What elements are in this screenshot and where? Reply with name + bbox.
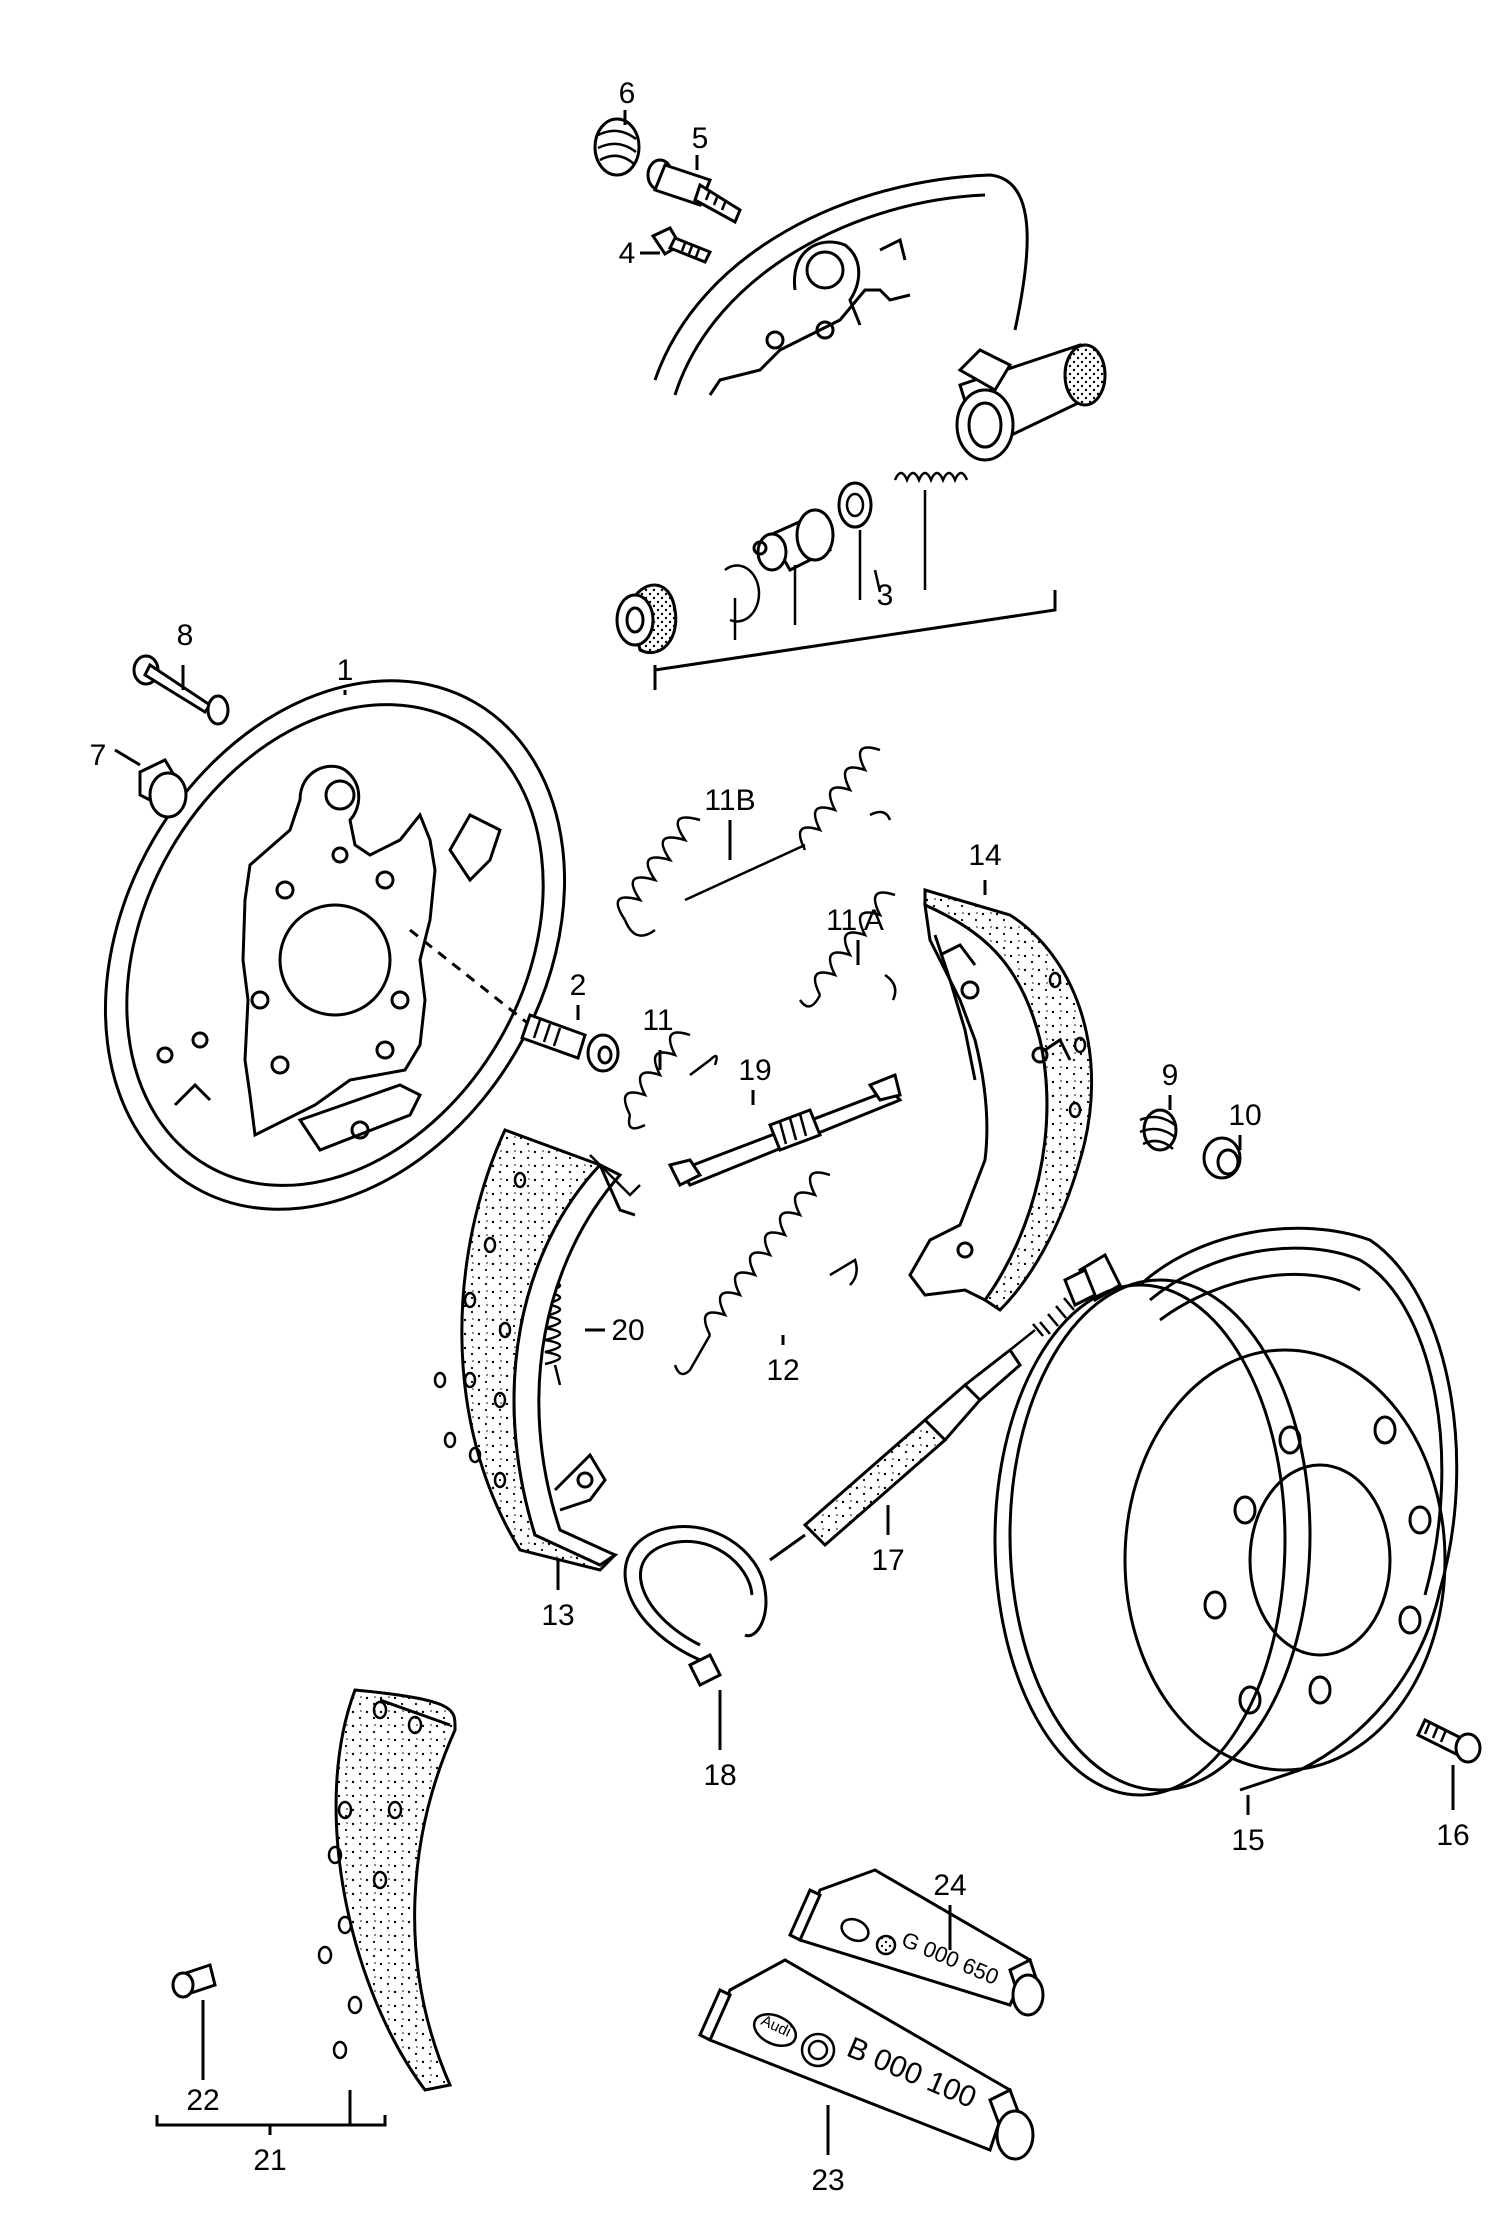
cylinder-spring (893, 471, 969, 484)
lining-rivet (171, 1963, 217, 1999)
callout-19: 19 (738, 1054, 771, 1087)
callout-15: 15 (1231, 1824, 1264, 1857)
cylinder-dust-boot (615, 583, 678, 655)
handbrake-cable (769, 1252, 1122, 1562)
drum-screw (1416, 1717, 1482, 1764)
callout-11b: 11B (704, 784, 755, 817)
callout-11a: 11 A (826, 904, 884, 937)
return-spring-11b (616, 746, 892, 937)
callout-10: 10 (1228, 1099, 1261, 1132)
leader-lines (114, 110, 1455, 2155)
return-spring-11a (798, 891, 897, 1008)
brake-lining-set (317, 1688, 457, 2092)
callout-22: 22 (186, 2084, 219, 2117)
callout-12: 12 (766, 1354, 799, 1387)
callout-17: 17 (871, 1544, 904, 1577)
retaining-nut (1202, 1136, 1242, 1180)
cylinder-circlip (724, 564, 761, 623)
callout-16: 16 (1436, 1819, 1469, 1852)
callout-24: 24 (933, 1869, 966, 1902)
brake-drum (993, 1226, 1459, 1797)
callout-11: 11 (642, 1004, 673, 1037)
callout-23: 23 (811, 2164, 844, 2197)
retaining-pin (132, 654, 230, 726)
brake-shoe-right (908, 887, 1094, 1312)
callout-18: 18 (703, 1759, 736, 1792)
lower-spring (673, 1171, 858, 1376)
callout-13: 13 (541, 1599, 574, 1632)
callout-4: 4 (619, 237, 636, 270)
callout-2: 2 (570, 969, 587, 1002)
callout-labels: 1 2 3 4 5 6 7 8 9 10 11 11 A 11B 12 13 1… (90, 77, 1470, 2197)
brake-shoe-left (433, 1128, 641, 1572)
callout-20: 20 (611, 1314, 644, 1347)
cylinder-piston (752, 508, 835, 572)
spring-cup (1139, 1108, 1178, 1152)
callout-21: 21 (253, 2144, 286, 2177)
callout-7: 7 (90, 739, 107, 772)
cylinder-cup-seal (837, 481, 873, 529)
callout-5: 5 (692, 122, 709, 155)
backing-plate (103, 679, 567, 1211)
grease-tube-23: Audi B 000 100 (698, 1958, 1035, 2161)
wheel-cylinder (955, 343, 1107, 462)
dust-cap (593, 117, 641, 177)
callout-bracket-3 (653, 490, 1057, 690)
callout-8: 8 (177, 619, 194, 652)
callout-3: 3 (877, 579, 894, 612)
callout-9: 9 (1162, 1059, 1179, 1092)
upper-backing-plate (653, 173, 1029, 396)
hex-socket-screw (409, 928, 620, 1073)
adjuster-strut (667, 1072, 903, 1188)
callout-1: 1 (337, 654, 354, 687)
bleeder-bolt (650, 226, 713, 264)
return-spring-11 (623, 1031, 718, 1130)
callout-6: 6 (619, 77, 636, 110)
rubber-plug (138, 758, 188, 819)
callout-14: 14 (968, 839, 1001, 872)
bleeder-valve (646, 158, 742, 225)
cable-clip (623, 1524, 768, 1688)
